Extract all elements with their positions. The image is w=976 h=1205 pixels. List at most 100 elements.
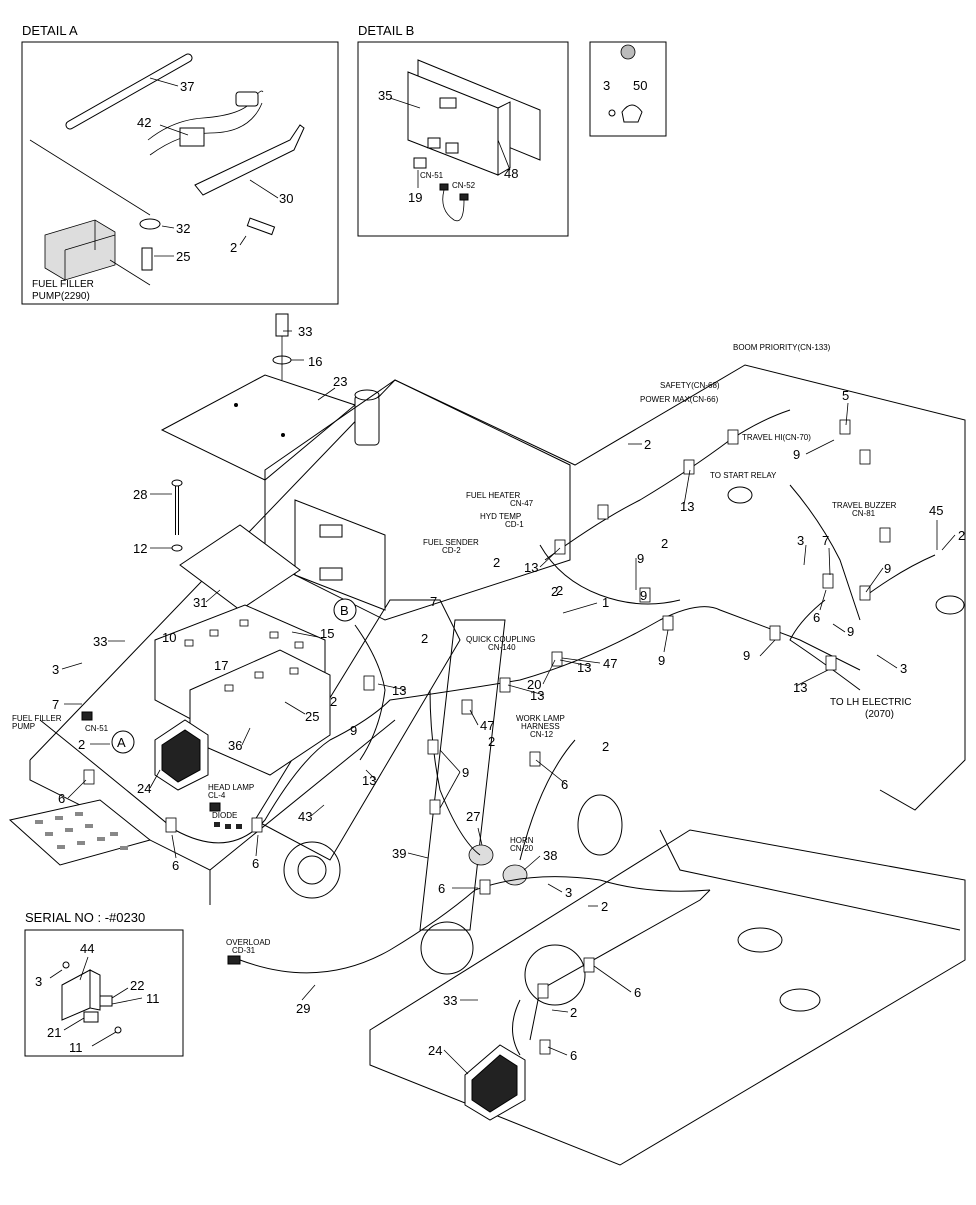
- overload-connector: [227, 955, 241, 965]
- label-diode: DIODE: [212, 811, 237, 820]
- callout-13-g: 13: [793, 680, 807, 695]
- callout-3-left: 3: [52, 662, 59, 677]
- work-lamp-24-left-lens: [161, 729, 201, 783]
- step-plate-holes: [35, 812, 128, 850]
- bolt-33-top: [275, 313, 289, 337]
- callout-6-f: 6: [634, 985, 641, 1000]
- callout-33: 33: [298, 324, 312, 339]
- callout-6-b: 6: [172, 858, 179, 873]
- callout-2-h: 2: [602, 739, 609, 754]
- washer-12: [171, 544, 183, 552]
- harness-lamp-right: [512, 999, 521, 1056]
- callout-9-f: 9: [847, 624, 854, 639]
- callout-1: 1: [602, 595, 609, 610]
- main-harness: [39, 606, 861, 844]
- callout-6-h: 6: [813, 610, 820, 625]
- callout-2-left: 2: [78, 737, 85, 752]
- callout-13-c: 13: [524, 560, 538, 575]
- label-head-lamp-2: CL-4: [208, 791, 226, 800]
- label-travel-hi: TRAVEL HI(CN-70): [742, 433, 811, 442]
- swing-bearing-hole: [524, 944, 586, 1006]
- bracket-44-side: [89, 969, 101, 1011]
- callout-9-e: 9: [884, 561, 891, 576]
- label-fuel-sender-1: FUEL SENDER: [423, 538, 479, 547]
- battery-terminals: [184, 619, 304, 692]
- callout-6-d: 6: [561, 777, 568, 792]
- screw-3-serial: [62, 961, 70, 969]
- harness-clips: [83, 419, 891, 1055]
- callout-numbers: 33 16 23 28 12 31 33 3 10 17 15 7 2 24 6…: [52, 324, 965, 1063]
- boom-pin-left-inner: [297, 855, 327, 885]
- label-horn-2: CN-20: [510, 844, 534, 853]
- callout-24-bottom: 24: [428, 1043, 442, 1058]
- callout-13-b: 13: [362, 773, 376, 788]
- frame-hole-5: [935, 595, 965, 615]
- bolt-19: [413, 157, 427, 169]
- label-travel-buzzer-1: TRAVEL BUZZER: [832, 501, 897, 510]
- lead-11-b: [91, 1031, 117, 1047]
- bracket-31: [179, 524, 301, 611]
- pump-edges: [64, 220, 116, 280]
- callout-37: 37: [180, 79, 194, 94]
- lead-44: [79, 956, 89, 981]
- callout-44: 44: [80, 941, 94, 956]
- lead-2a: [239, 235, 247, 246]
- mcu-connector-1: [319, 524, 343, 538]
- callout-32: 32: [176, 221, 190, 236]
- detail-b-frame: [357, 41, 569, 237]
- callout-2-c: 2: [421, 631, 428, 646]
- detail-a-frame: [21, 41, 339, 305]
- callout-3-b: 3: [565, 885, 572, 900]
- ecu-wire: [442, 189, 465, 222]
- frame-hole-1: [737, 927, 783, 953]
- ring-32: [139, 218, 161, 230]
- callout-6-e: 6: [438, 881, 445, 896]
- harness-horn: [429, 689, 481, 856]
- callout-2-detail-a: 2: [230, 240, 237, 255]
- frame-inner-edge: [209, 719, 396, 871]
- callout-7-c: 7: [822, 533, 829, 548]
- label-to-lh-electric-2: (2070): [865, 709, 894, 720]
- callout-47-a: 47: [603, 656, 617, 671]
- callout-leaders: [61, 330, 956, 1075]
- lead-42: [159, 124, 189, 136]
- label-overload-1: OVERLOAD: [226, 938, 271, 947]
- callout-3-d: 3: [900, 661, 907, 676]
- callout-13-f: 13: [680, 499, 694, 514]
- callout-48: 48: [504, 166, 518, 181]
- mcu-unit: [294, 499, 386, 611]
- callout-3-serial: 3: [35, 974, 42, 989]
- callout-2-d: 2: [493, 555, 500, 570]
- ecu-connector-1: [427, 137, 441, 149]
- fuel-filler-pump-caption-2: PUMP(2290): [32, 291, 90, 302]
- label-fuel-sender-2: CD-2: [442, 546, 461, 555]
- label-fuel-heater-2: CN-47: [510, 499, 534, 508]
- callout-42: 42: [137, 115, 151, 130]
- screw-3: [608, 109, 616, 117]
- callout-12: 12: [133, 541, 147, 556]
- marker-b-label: B: [340, 603, 349, 618]
- label-work-lamp-2: HARNESS: [521, 722, 560, 731]
- label-fuel-filler-1: FUEL FILLER: [12, 714, 62, 723]
- label-hyd-temp-1: HYD TEMP: [480, 512, 521, 521]
- pipe-37-inner: [66, 54, 192, 129]
- callout-2-f: 2: [556, 583, 563, 598]
- callout-17: 17: [214, 658, 228, 673]
- serial-box-frame: [24, 929, 184, 1057]
- boom-support-left: [254, 599, 461, 861]
- label-power-max: POWER MAX(CN-66): [640, 395, 719, 404]
- lower-frame: [369, 829, 966, 1166]
- ecu-connector-top: [439, 97, 457, 109]
- callout-9-h: 9: [658, 653, 665, 668]
- tank-filler-cap: [354, 389, 380, 401]
- callout-13-d: 13: [577, 660, 591, 675]
- callout-35: 35: [378, 88, 392, 103]
- harness-branch-ecu: [354, 624, 386, 761]
- lead-21: [63, 1017, 85, 1031]
- detail-a-guide: [29, 139, 151, 216]
- detail-c-frame: [589, 41, 667, 137]
- marker-a: [111, 730, 135, 754]
- label-fuel-heater-1: FUEL HEATER: [466, 491, 520, 500]
- lead-35: [389, 97, 421, 109]
